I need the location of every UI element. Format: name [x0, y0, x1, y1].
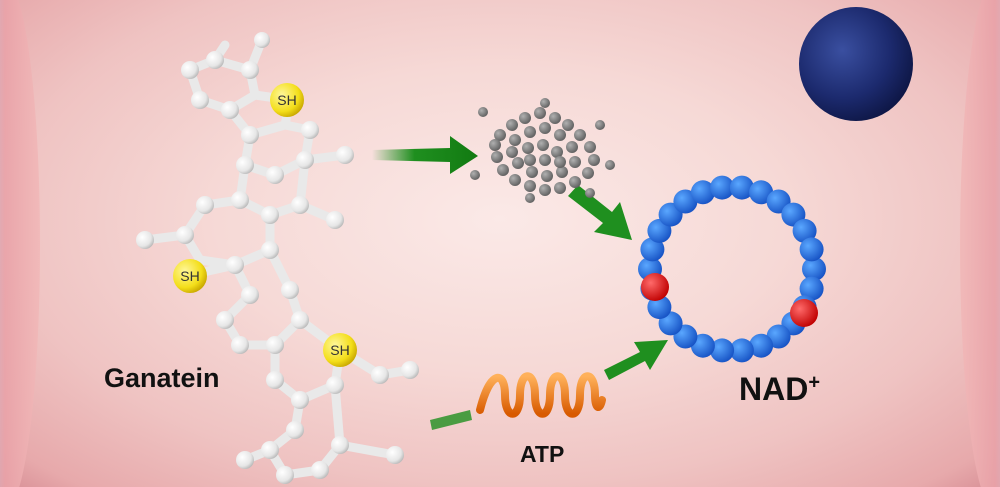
nad-label-superscript: + [808, 371, 821, 394]
nanoparticle-cluster [470, 98, 615, 203]
atp-label: ATP [520, 441, 565, 467]
nad-marker-bead [790, 299, 818, 327]
arrow-nanoparticles-to-nad [568, 185, 632, 240]
arrow-atp-to-nad [604, 340, 668, 380]
arrow-molecule-to-atp [430, 410, 472, 430]
thiol-label-2: SH [180, 268, 199, 284]
cell-membrane-right [960, 0, 1000, 487]
thiol-label-3: SH [330, 342, 349, 358]
nad-marker-bead [641, 273, 669, 301]
thiol-group-2 [173, 259, 207, 293]
ganatein-label: Ganatein [104, 363, 220, 393]
nad-ring [638, 175, 826, 363]
thiol-group-3 [323, 333, 357, 367]
thiol-group-1 [270, 83, 304, 117]
atp-helix [476, 372, 606, 418]
ganatein-atoms [136, 32, 419, 484]
dark-sphere [799, 7, 913, 121]
thiol-label-1: SH [277, 92, 296, 108]
arrow-molecule-to-nanoparticles [372, 136, 478, 174]
nad-label-text: NAD [739, 371, 809, 407]
nad-label: NAD+ [739, 371, 820, 408]
